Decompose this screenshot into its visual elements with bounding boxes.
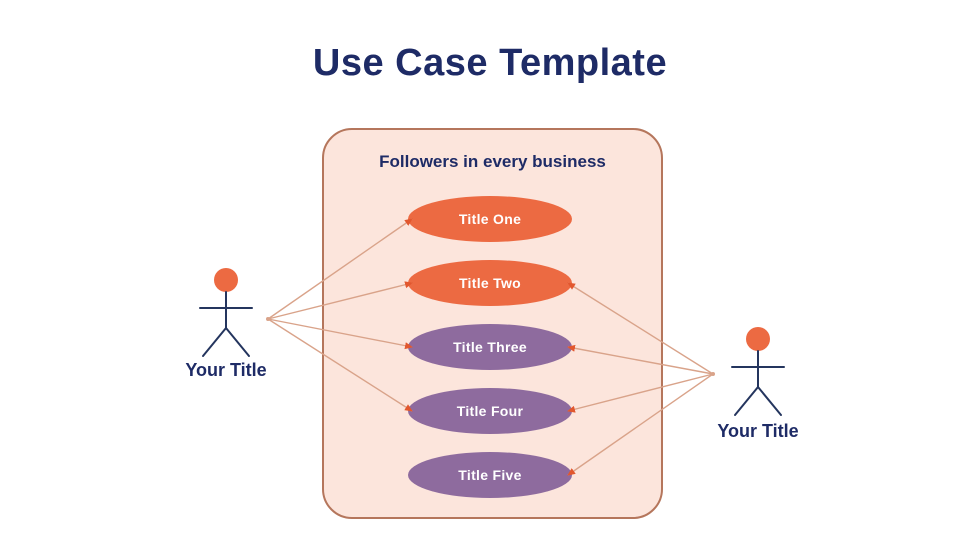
actor-leg-line xyxy=(225,327,250,357)
actor-leg-line xyxy=(734,386,759,416)
actor-head-icon xyxy=(746,327,770,351)
use-case-label: Title Three xyxy=(453,339,527,355)
stick-figure-icon xyxy=(199,268,253,357)
use-case-title-three: Title Three xyxy=(408,324,572,370)
actor-head-icon xyxy=(214,268,238,292)
stick-figure-icon xyxy=(731,327,785,416)
use-case-label: Title Four xyxy=(456,403,524,419)
actor-leg-line xyxy=(757,386,782,416)
use-case-label: Title Five xyxy=(458,467,522,483)
fan-origin-dot xyxy=(266,317,270,321)
system-title: Followers in every business xyxy=(379,152,606,171)
actor-right-label: Your Title xyxy=(717,421,799,441)
use-case-label: Title One xyxy=(458,211,522,227)
use-case-title-one: Title One xyxy=(408,196,572,242)
actor-leg-line xyxy=(202,327,227,357)
use-case-title-four: Title Four xyxy=(408,388,572,434)
use-case-title-five: Title Five xyxy=(408,452,572,498)
use-case-label: Title Two xyxy=(458,275,522,291)
actor-left-label: Your Title xyxy=(185,360,267,380)
use-case-title-two: Title Two xyxy=(408,260,572,306)
fan-origin-dot xyxy=(711,372,715,376)
page-title: Use Case Template xyxy=(312,42,668,84)
